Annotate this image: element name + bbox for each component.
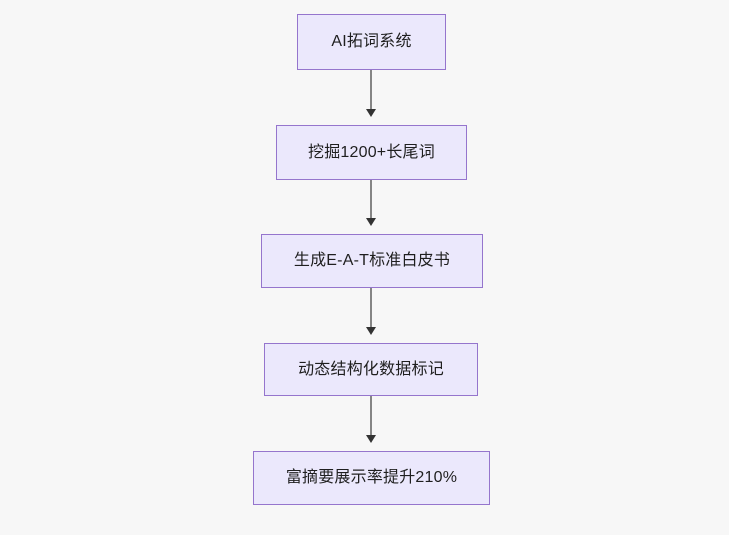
connector-line-1 <box>370 70 372 110</box>
connector-line-2 <box>370 180 372 219</box>
flow-node-mine-longtail-keywords[interactable]: 挖掘1200+长尾词 <box>276 125 467 180</box>
flow-node-label: 动态结构化数据标记 <box>298 360 444 378</box>
arrowhead-2 <box>365 218 376 226</box>
flow-node-label: AI拓词系统 <box>331 33 412 50</box>
flow-node-ai-keyword-system[interactable]: AI拓词系统 <box>297 14 446 70</box>
arrowhead-1 <box>365 109 376 117</box>
flow-node-label: 生成E-A-T标准白皮书 <box>293 252 451 269</box>
arrowhead-4 <box>365 435 376 443</box>
flow-node-label: 富摘要展示率提升210% <box>285 469 458 486</box>
flow-node-generate-eat-whitepaper[interactable]: 生成E-A-T标准白皮书 <box>261 234 483 288</box>
flow-node-dynamic-structured-data-markup[interactable]: 动态结构化数据标记 <box>264 343 478 396</box>
flow-node-label: 挖掘1200+长尾词 <box>308 143 435 161</box>
connector-line-4 <box>370 396 372 436</box>
connector-line-3 <box>370 288 372 328</box>
arrowhead-3 <box>365 327 376 335</box>
flow-node-rich-snippet-rate-increase[interactable]: 富摘要展示率提升210% <box>253 451 490 505</box>
